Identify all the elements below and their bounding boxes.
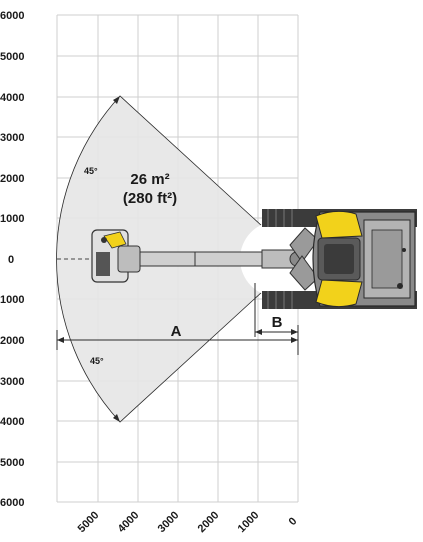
y-tick: 4000 xyxy=(0,416,24,428)
y-tick: 3000 xyxy=(0,376,24,388)
x-tick: 5000 xyxy=(76,509,102,535)
x-tick: 3000 xyxy=(156,509,182,535)
y-tick: 6000 xyxy=(0,10,24,22)
y-axis: 6000 5000 4000 3000 2000 1000 0 1000 200… xyxy=(0,10,24,509)
arrow-left-icon xyxy=(57,337,64,343)
y-tick: 3000 xyxy=(0,132,24,144)
y-tick: 2000 xyxy=(0,173,24,185)
area-label-ft2: (280 ft²) xyxy=(123,190,177,207)
y-tick: 5000 xyxy=(0,51,24,63)
x-tick: 1000 xyxy=(236,509,262,535)
x-axis: 5000 4000 3000 2000 1000 0 xyxy=(76,509,300,535)
arrow-b-right-icon xyxy=(291,329,298,335)
x-tick: 4000 xyxy=(116,509,142,535)
y-tick: 0 xyxy=(8,254,14,266)
x-tick: 2000 xyxy=(196,509,222,535)
arrow-top-icon xyxy=(113,96,120,104)
excavator-topview xyxy=(91,209,417,309)
y-tick: 6000 xyxy=(0,497,24,509)
arrow-b-left-icon xyxy=(255,329,262,335)
area-label-m2: 26 m² xyxy=(130,171,169,188)
angle-label-bottom: 45° xyxy=(90,356,104,366)
arrow-bottom-icon xyxy=(113,414,120,422)
y-tick: 1000 xyxy=(0,294,24,306)
dimension-a-label: A xyxy=(171,323,182,340)
y-tick: 4000 xyxy=(0,92,24,104)
y-tick: 5000 xyxy=(0,457,24,469)
arrow-right-icon xyxy=(291,337,298,343)
y-tick: 1000 xyxy=(0,213,24,225)
angle-label-top: 45° xyxy=(84,166,98,176)
y-tick: 2000 xyxy=(0,335,24,347)
x-tick: 0 xyxy=(287,515,300,528)
dimension-b-label: B xyxy=(272,314,283,331)
dimension-b xyxy=(254,283,298,337)
